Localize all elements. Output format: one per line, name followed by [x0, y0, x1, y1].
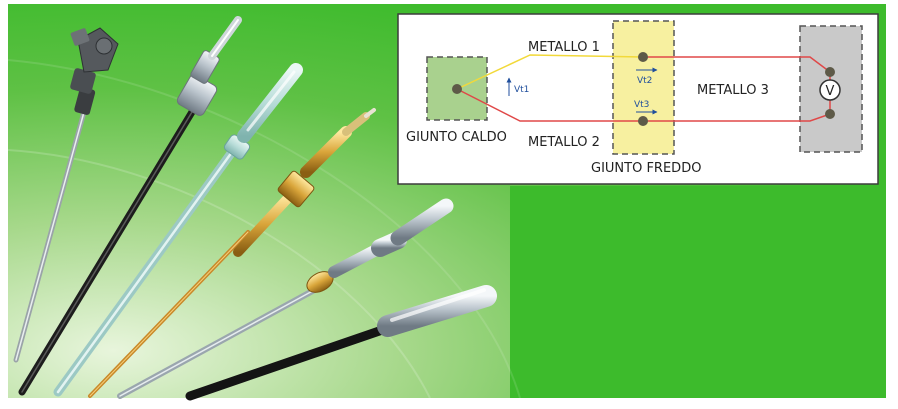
voltmeter-symbol: V	[826, 84, 835, 99]
cold-junction-label: GIUNTO FREDDO	[591, 161, 701, 176]
probe-black-large-tip	[185, 285, 497, 401]
hot-junction-node	[452, 84, 462, 94]
metal3-label: METALLO 3	[697, 83, 769, 98]
voltmeter-node-top	[825, 67, 835, 77]
vt3-label: Vt3	[634, 100, 649, 110]
probe-sheathed-teal	[53, 63, 303, 397]
voltmeter-icon	[819, 79, 841, 101]
background-arc	[7, 149, 431, 399]
probe-stainless-brass-ring	[117, 198, 454, 399]
cold-junction-node-top	[638, 52, 648, 62]
probe-black-cable-fitting	[18, 16, 242, 396]
metal1-label: METALLO 1	[528, 40, 600, 55]
metal3-wire-bottom	[643, 113, 831, 122]
metal3-wire-top	[643, 56, 831, 73]
metal2-label: METALLO 2	[528, 135, 600, 150]
metal2-wire	[456, 88, 643, 122]
background-arc	[7, 59, 521, 399]
metal1-wire	[456, 54, 644, 90]
probe-brass-fitting	[88, 108, 376, 398]
cold-junction-node-bottom	[638, 116, 648, 126]
probe-connection-head	[13, 27, 119, 363]
voltmeter-node-bottom	[825, 109, 835, 119]
cold-junction-box	[612, 20, 675, 155]
voltmeter-box	[799, 25, 863, 153]
hot-junction-label: GIUNTO CALDO	[406, 130, 507, 145]
green-background-right	[510, 186, 886, 398]
vt1-label: Vt1	[514, 85, 529, 95]
thermocouple-schematic: V Vt1 Vt2 Vt3 METALLO 1 METALLO 2 METALL…	[397, 13, 879, 185]
vt2-label: Vt2	[637, 76, 652, 86]
